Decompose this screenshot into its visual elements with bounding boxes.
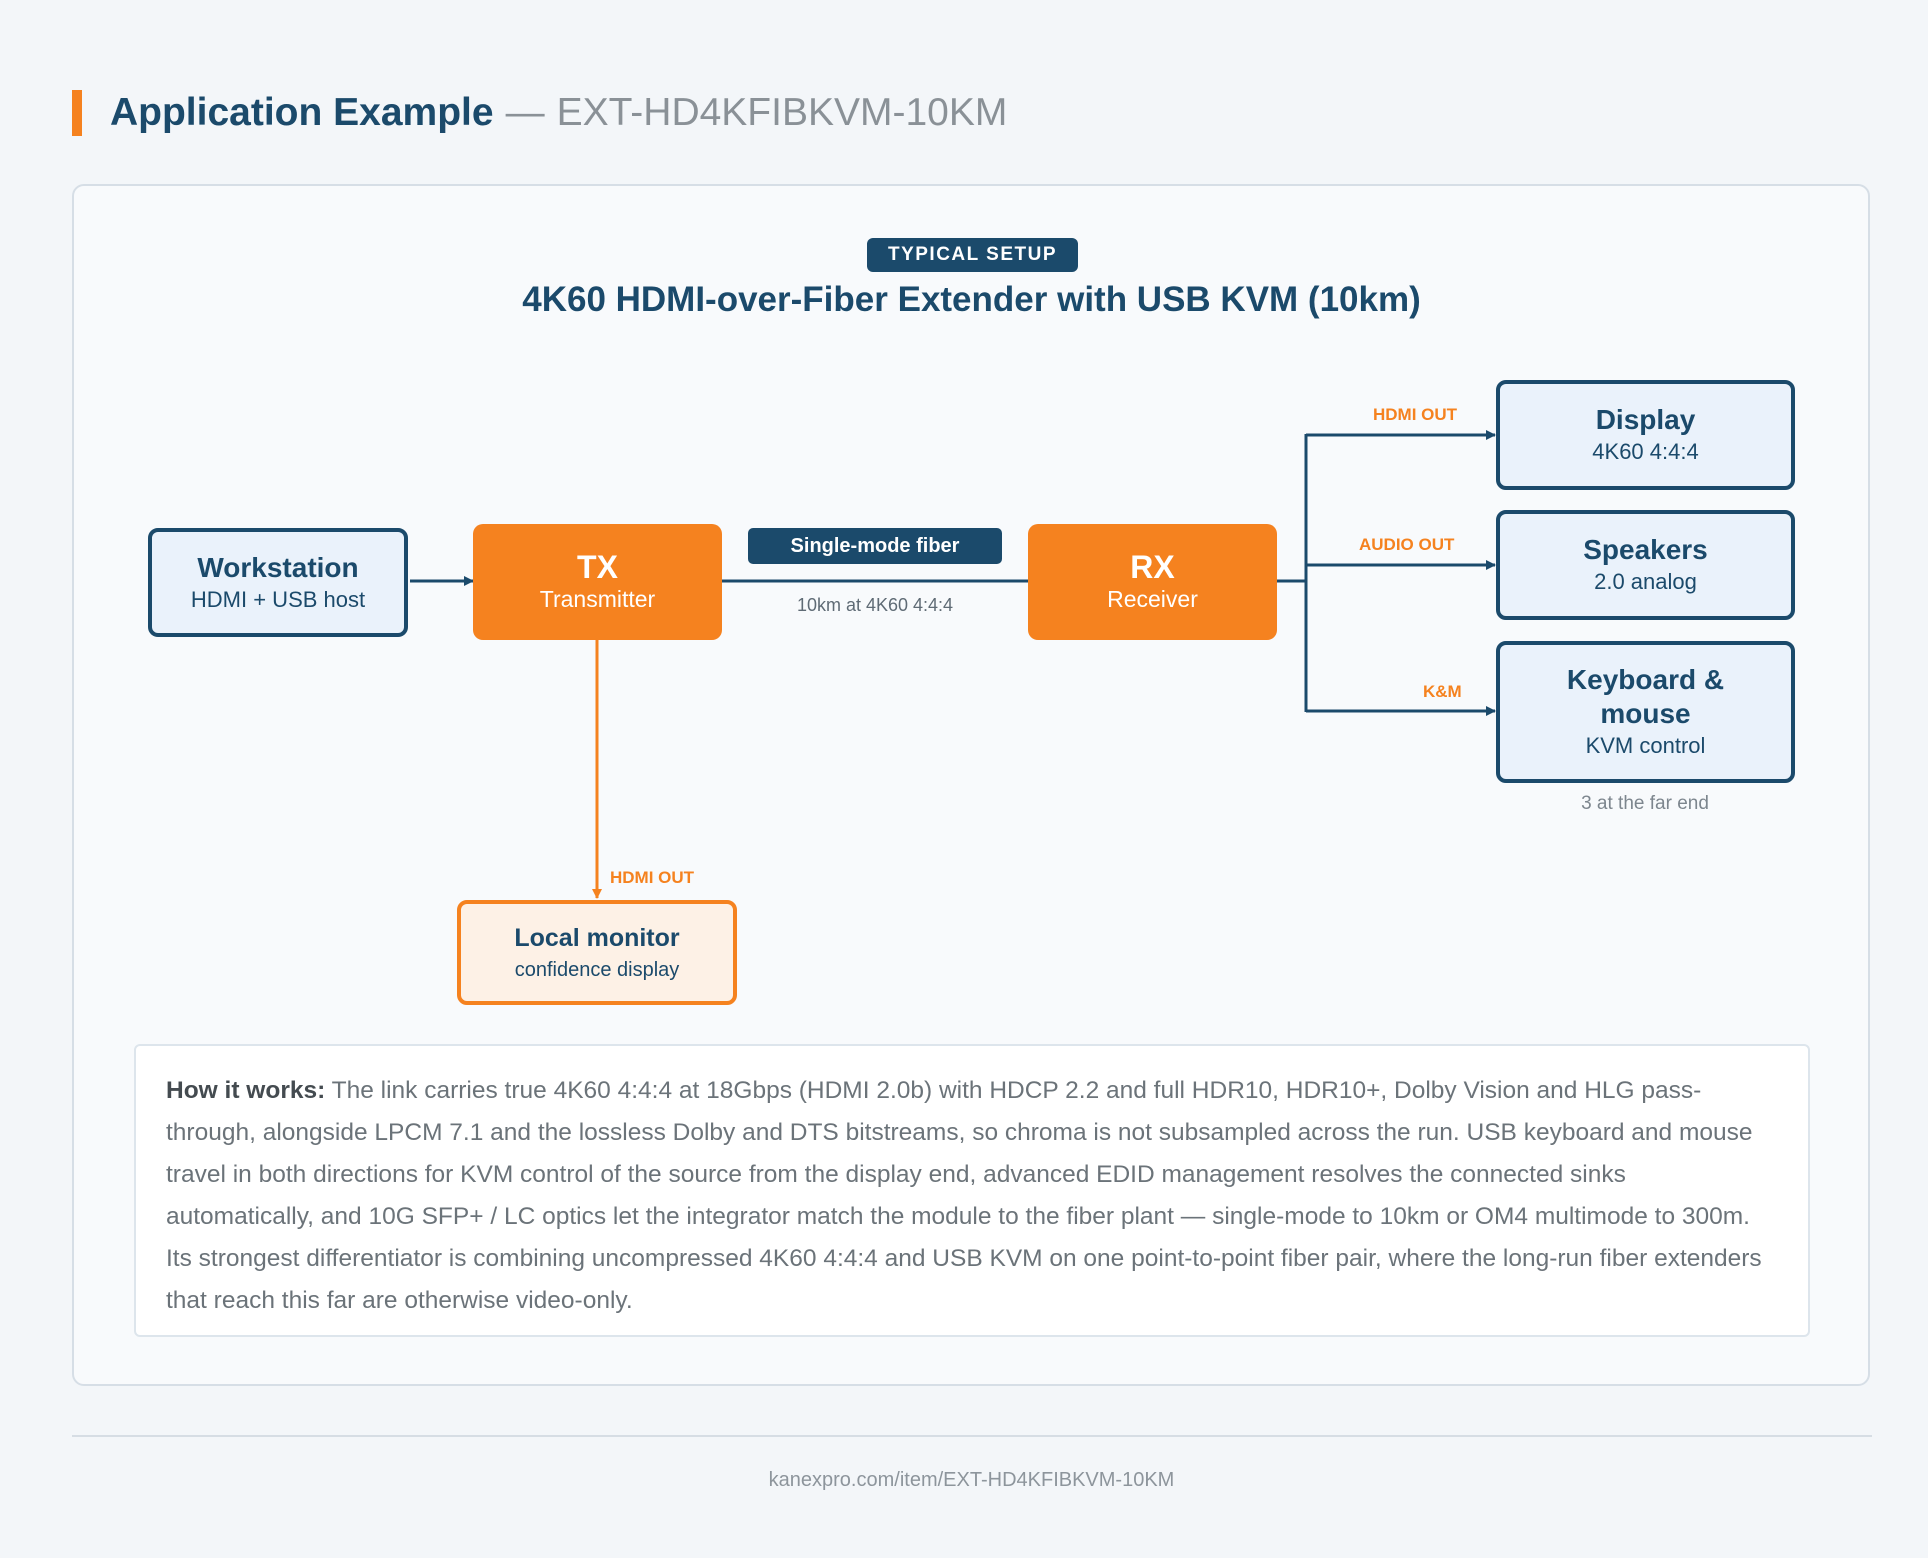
port-label-speakers: AUDIO OUT — [1359, 535, 1455, 554]
local-monitor-subtitle: confidence display — [514, 958, 680, 981]
port-label-keyboard: K&M — [1423, 682, 1462, 701]
tx-title: TX — [577, 549, 618, 585]
display-title: Display — [1595, 404, 1696, 435]
local-monitor-node: Local monitor confidence display — [457, 900, 737, 1005]
tx-subtitle: Transmitter — [539, 586, 656, 612]
fiber-link-note: 10km at 4K60 4:4:4 — [796, 595, 954, 615]
fiber-link-label: Single-mode fiber — [748, 528, 1002, 564]
port-label-local: HDMI OUT — [610, 868, 695, 887]
how-it-works-box: How it works: The link carries true 4K60… — [134, 1044, 1810, 1337]
port-label-display: HDMI OUT — [1373, 405, 1458, 424]
speakers-title: Speakers — [1583, 534, 1708, 565]
keyboard-mouse-node: Keyboard & mouse KVM control — [1496, 641, 1795, 783]
local-monitor-title: Local monitor — [514, 923, 680, 952]
keyboard-mouse-title: Keyboard & mouse — [1566, 664, 1725, 729]
workstation-title: Workstation — [197, 551, 359, 583]
footer-divider — [72, 1435, 1872, 1437]
keyboard-mouse-subtitle: KVM control — [1585, 733, 1706, 758]
rx-title: RX — [1130, 549, 1175, 585]
speakers-node: Speakers 2.0 analog — [1496, 510, 1795, 620]
rx-subtitle: Receiver — [1107, 586, 1198, 612]
page-header: Application Example — EXT-HD4KFIBKVM-10K… — [72, 90, 1007, 136]
model-number: EXT-HD4KFIBKVM-10KM — [556, 91, 1008, 134]
title-separator: — — [505, 91, 545, 134]
page-title: Application Example — [110, 91, 494, 134]
rx-node: RX Receiver — [1028, 524, 1277, 640]
far-end-note: 3 at the far end — [1581, 793, 1709, 814]
display-node: Display 4K60 4:4:4 — [1496, 380, 1795, 490]
how-it-works-lead: How it works: — [166, 1077, 326, 1104]
diagram-title: 4K60 HDMI-over-Fiber Extender with USB K… — [522, 280, 1421, 319]
how-it-works-body: The link carries true 4K60 4:4:4 at 18Gb… — [166, 1077, 1762, 1314]
typical-setup-badge: TYPICAL SETUP — [867, 238, 1078, 272]
display-subtitle: 4K60 4:4:4 — [1592, 439, 1699, 464]
speakers-subtitle: 2.0 analog — [1594, 569, 1697, 594]
tx-node: TX Transmitter — [473, 524, 722, 640]
footer-url[interactable]: kanexpro.com/item/EXT-HD4KFIBKVM-10KM — [768, 1469, 1175, 1491]
workstation-node: Workstation HDMI + USB host — [148, 528, 408, 637]
workstation-subtitle: HDMI + USB host — [190, 586, 366, 612]
